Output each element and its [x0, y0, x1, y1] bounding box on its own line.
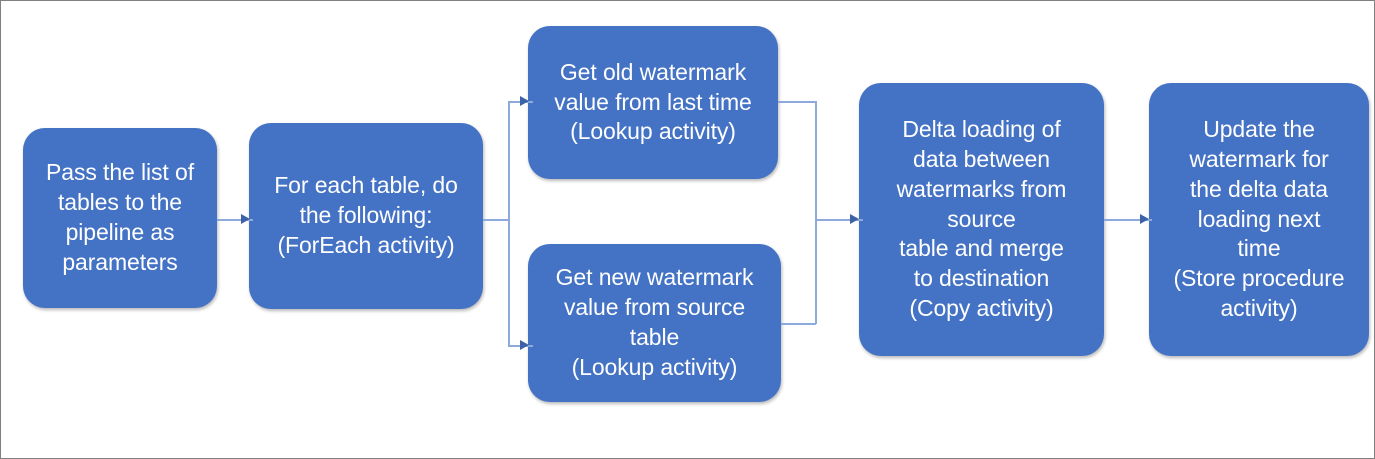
arrowhead-delta-to-update-watermark [1140, 214, 1149, 224]
node-pass-list[interactable]: Pass the list of tables to the pipeline … [23, 128, 217, 308]
connector-get-old-watermark-out [778, 101, 816, 103]
arrowhead-pass-list-to-for-each [241, 214, 250, 224]
arrowhead-for-each-to-get-new-watermark [520, 340, 529, 350]
arrowhead-for-each-to-get-old-watermark [520, 96, 529, 106]
connector-pass-list-to-for-each [217, 219, 253, 221]
connector-for-each-stem [483, 219, 509, 221]
arrowhead-watermarks-to-delta-loading [850, 214, 859, 224]
connector-for-each-split-spine [508, 101, 510, 346]
node-get-new-watermark[interactable]: Get new watermark value from source tabl… [528, 244, 781, 402]
node-update-watermark[interactable]: Update the watermark for the delta data … [1149, 83, 1369, 356]
connector-delta-to-update-watermark [1104, 219, 1152, 221]
connector-watermark-merge-spine [815, 101, 817, 324]
node-get-old-watermark[interactable]: Get old watermark value from last time (… [528, 26, 778, 179]
connector-get-new-watermark-out [781, 323, 816, 325]
connector-watermarks-to-delta-loading [815, 219, 863, 221]
node-for-each[interactable]: For each table, do the following: (ForEa… [249, 123, 483, 309]
node-delta-loading[interactable]: Delta loading of data between watermarks… [859, 83, 1104, 356]
